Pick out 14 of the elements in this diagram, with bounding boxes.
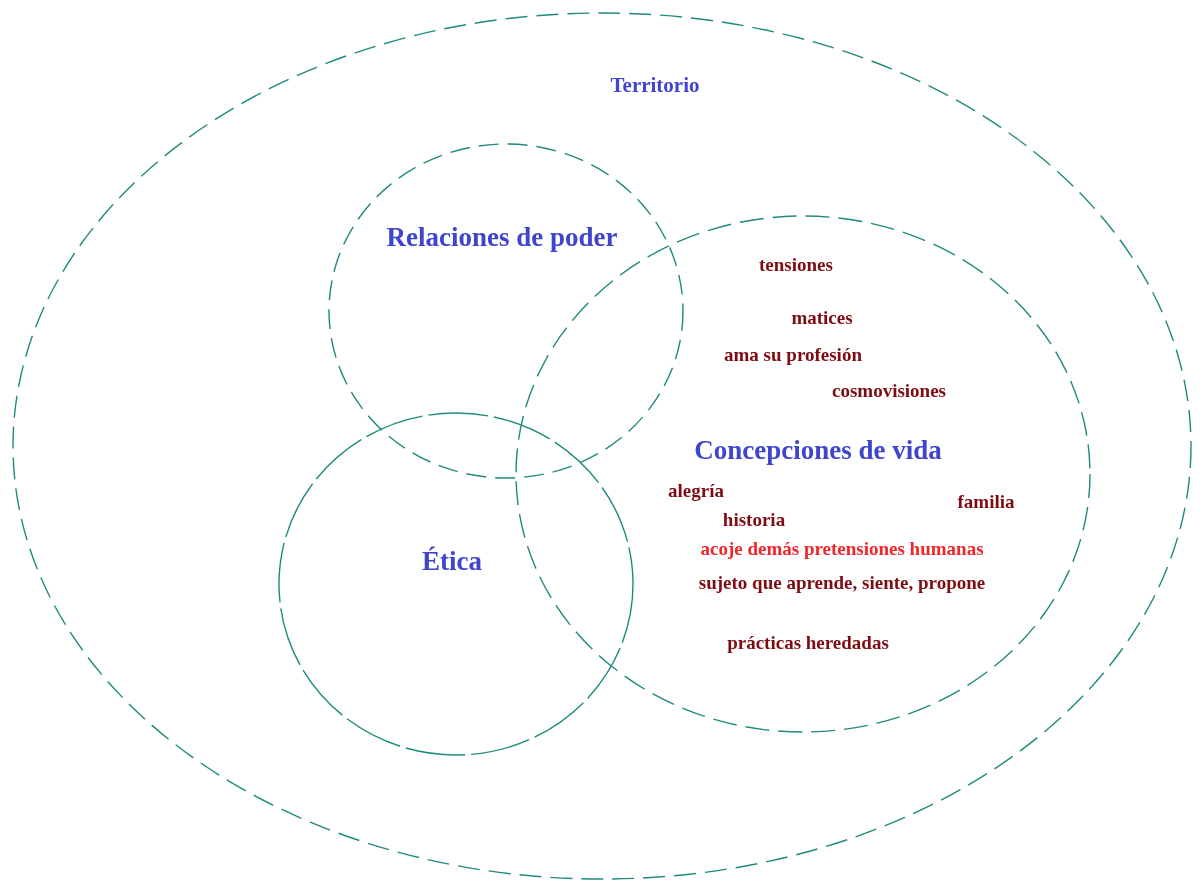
keyword-label: alegría [668,480,724,502]
category-label: Ética [422,547,482,577]
keyword-label: acoje demás pretensiones humanas [700,538,984,560]
keyword-label: historia [722,509,786,531]
category-label: Relaciones de poder [386,223,618,253]
keyword-label: familia [957,491,1015,513]
category-label: Concepciones de vida [694,436,942,466]
keyword-label: matices [791,307,853,329]
keyword-label: prácticas heredadas [727,632,889,654]
category-label: Territorio [610,74,700,98]
keyword-label: tensiones [759,254,833,276]
keyword-label: ama su profesión [724,344,862,366]
keyword-label: sujeto que aprende, siente, propone [698,572,986,594]
keyword-label: cosmovisiones [832,380,946,402]
